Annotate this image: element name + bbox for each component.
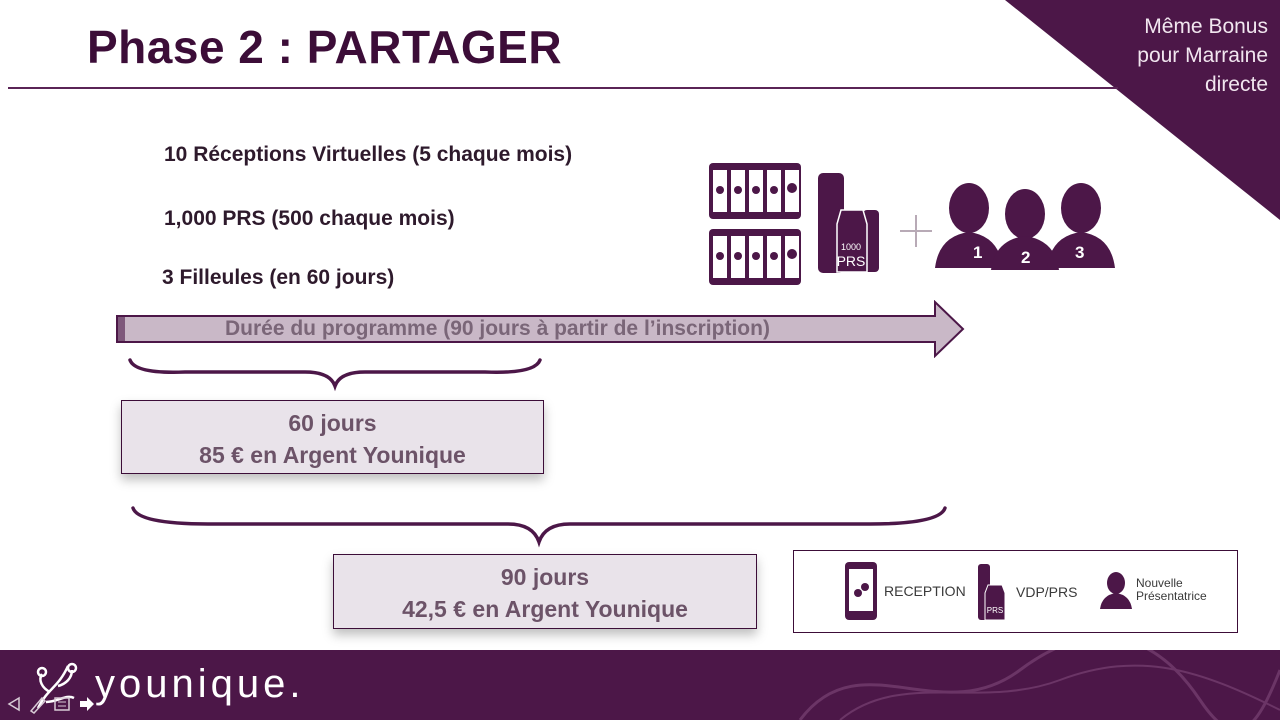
legend-label-line: Présentatrice bbox=[1136, 589, 1207, 603]
goal-filleules: 3 Filleules (en 60 jours) bbox=[162, 266, 395, 289]
person-number: 3 bbox=[1075, 243, 1084, 262]
decorative-swirl bbox=[798, 650, 1280, 720]
slide-menu-icon[interactable] bbox=[52, 694, 72, 714]
goal-prs: 1,000 PRS (500 chaque mois) bbox=[164, 207, 455, 230]
legend-new-presenter: Nouvelle Présentatrice bbox=[1100, 571, 1207, 609]
legend-label: RECEPTION bbox=[884, 582, 966, 599]
person-number: 1 bbox=[973, 243, 982, 262]
bonus-reward: 42,5 € en Argent Younique bbox=[402, 596, 688, 622]
bonus-period: 90 jours bbox=[500, 564, 590, 590]
program-duration-arrow: Durée du programme (90 jours à partir de… bbox=[115, 300, 965, 358]
phones-grid-icon bbox=[709, 163, 801, 285]
corner-note-line: directe bbox=[1204, 73, 1268, 96]
legend-reception: RECEPTION bbox=[844, 561, 966, 621]
prs-icon: PRS bbox=[978, 564, 1006, 621]
program-duration-label: Durée du programme (90 jours à partir de… bbox=[225, 317, 770, 340]
plus-icon bbox=[900, 215, 932, 247]
slide-title: Phase 2 : PARTAGER bbox=[87, 21, 563, 73]
brace-60-days bbox=[128, 358, 542, 392]
brace-90-days bbox=[131, 506, 947, 548]
corner-note: Même Bonus pour Marraine directe bbox=[1098, 12, 1268, 99]
prs-text: PRS bbox=[837, 253, 866, 269]
legend-label-line: Nouvelle bbox=[1136, 576, 1183, 590]
prs-top-text: 1000 bbox=[841, 242, 861, 252]
corner-note-line: pour Marraine bbox=[1137, 44, 1268, 67]
slide-navigation bbox=[4, 694, 96, 714]
person-icon bbox=[1100, 572, 1132, 609]
legend-label: VDP/PRS bbox=[1016, 583, 1078, 600]
footer-bar: younique. bbox=[0, 650, 1280, 720]
legend-vdp-prs: PRS VDP/PRS bbox=[976, 563, 1077, 621]
phone-icon bbox=[845, 562, 877, 620]
three-people-icon: 1 2 3 bbox=[935, 183, 1115, 270]
corner-note-line: Même Bonus bbox=[1144, 15, 1268, 38]
svg-text:PRS: PRS bbox=[987, 606, 1003, 615]
bonus-box-90-days: 90 jours 42,5 € en Argent Younique bbox=[333, 554, 757, 629]
corner-banner bbox=[1005, 0, 1280, 220]
goal-receptions: 10 Réceptions Virtuelles (5 chaque mois) bbox=[164, 143, 573, 166]
legend-box: RECEPTION PRS VDP/PRS Nouvelle Présentat… bbox=[793, 550, 1238, 633]
pen-tool-icon[interactable] bbox=[28, 694, 48, 714]
legend-label: Nouvelle Présentatrice bbox=[1136, 577, 1207, 603]
previous-slide-button[interactable] bbox=[4, 694, 24, 714]
title-divider bbox=[8, 87, 1118, 89]
prs-bottles-icon: 1000 PRS bbox=[818, 173, 879, 273]
bonus-period: 60 jours bbox=[288, 410, 377, 436]
next-slide-button[interactable] bbox=[76, 694, 96, 714]
bonus-box-60-days: 60 jours 85 € en Argent Younique bbox=[121, 400, 544, 474]
brand-logo-text: younique. bbox=[95, 662, 305, 706]
bonus-reward: 85 € en Argent Younique bbox=[199, 442, 466, 468]
person-number: 2 bbox=[1021, 248, 1030, 267]
